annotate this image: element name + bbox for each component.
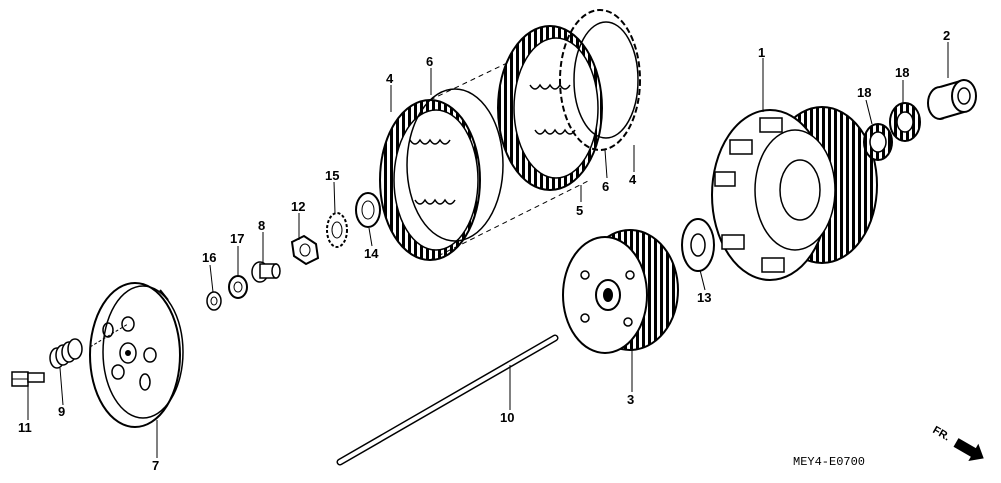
washer-16-part — [206, 291, 222, 311]
callout-17: 17 — [230, 231, 244, 246]
callout-11: 11 — [18, 420, 32, 435]
callout-12: 12 — [291, 199, 305, 214]
callout-7: 7 — [152, 458, 159, 473]
clutch-outer-part — [711, 106, 878, 281]
lock-washer-15-part — [326, 212, 348, 248]
thrust-washer-14-part — [355, 192, 381, 228]
callout-8: 8 — [258, 218, 265, 233]
callout-9: 9 — [58, 404, 65, 419]
collar-2-part — [927, 79, 977, 120]
clutch-plate-6-front-part — [406, 88, 504, 242]
callout-6-front: 6 — [426, 54, 433, 69]
pressure-plate-part — [89, 282, 184, 428]
lifter-rod-part — [336, 334, 559, 466]
friction-disc-5-part — [497, 25, 603, 191]
callout-3: 3 — [627, 392, 634, 407]
callout-6-rear: 6 — [602, 179, 609, 194]
thrust-washer-13-part — [681, 218, 715, 272]
callout-4-front: 4 — [386, 71, 394, 86]
leader-lines — [27, 42, 949, 458]
friction-disc-4-front-part — [379, 99, 481, 261]
clutch-spring-part — [49, 338, 83, 369]
front-direction-label: FR. — [931, 424, 952, 443]
callout-1: 1 — [758, 45, 765, 60]
friction-disc-4-rear-part — [559, 9, 641, 151]
callout-2: 2 — [943, 28, 950, 43]
callout-labels: 1 2 3 4 4 5 6 6 7 8 9 10 11 12 13 14 15 … — [18, 28, 950, 473]
callout-13: 13 — [697, 290, 711, 305]
needle-bearing-18-part-a — [863, 123, 893, 161]
disc-stack-outline — [429, 39, 591, 261]
needle-bearing-18-part-b — [889, 102, 921, 142]
callout-5: 5 — [576, 203, 583, 218]
callout-14: 14 — [364, 246, 379, 261]
clutch-center-part — [562, 229, 679, 354]
front-direction-arrow-icon: FR. — [931, 424, 984, 462]
callout-18-a: 18 — [857, 85, 871, 100]
drawing-code: MEY4-E0700 — [793, 455, 865, 469]
bolt-part — [11, 371, 45, 387]
callout-16: 16 — [202, 250, 216, 265]
nut-12-part — [290, 234, 320, 266]
lifter-piece-8-part — [251, 261, 281, 283]
callout-4-rear: 4 — [629, 172, 637, 187]
callout-18-b: 18 — [895, 65, 909, 80]
callout-15: 15 — [325, 168, 339, 183]
bearing-17-part — [228, 275, 248, 299]
callout-10: 10 — [500, 410, 514, 425]
